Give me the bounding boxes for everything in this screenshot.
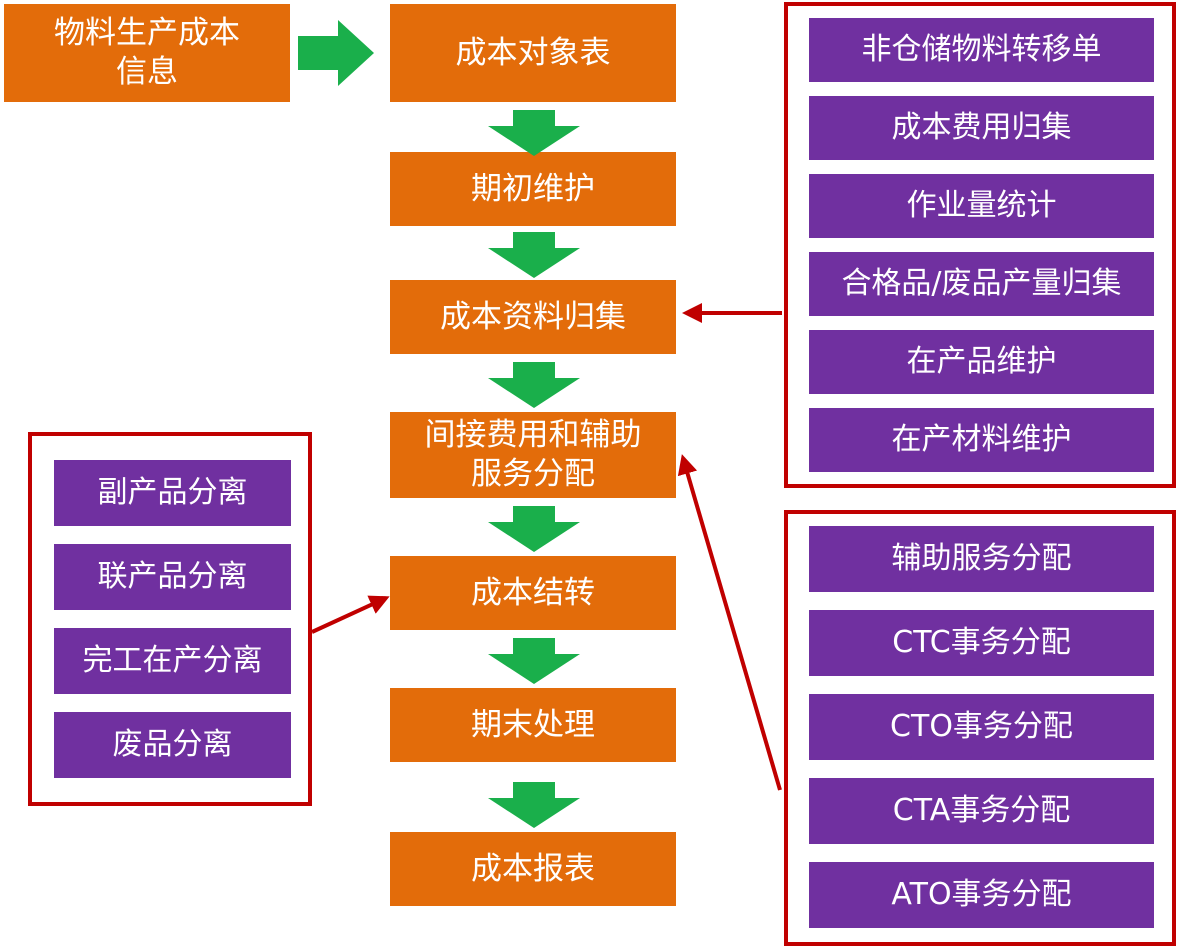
right-top-item-label: 成本费用归集 — [891, 110, 1072, 146]
left-item-label: 废品分离 — [112, 727, 233, 763]
flow-down-arrow-2 — [488, 232, 580, 278]
source-to-flow-arrow — [298, 20, 374, 86]
flow-down-arrow-4 — [488, 506, 580, 552]
right-bottom-item: CTC事务分配 — [809, 610, 1154, 676]
left-item: 完工在产分离 — [54, 628, 291, 694]
flow-node-label: 期末处理 — [471, 706, 595, 743]
flow-node-cost-object-table: 成本对象表 — [390, 4, 676, 102]
flow-node-label: 成本资料归集 — [440, 298, 626, 335]
source-node: 物料生产成本 信息 — [4, 4, 290, 102]
right-bottom-item: CTO事务分配 — [809, 694, 1154, 760]
right-top-item-label: 在产材料维护 — [891, 422, 1072, 458]
left-group-to-carryover-arrow — [311, 595, 390, 634]
flow-node-label: 成本报表 — [471, 850, 595, 887]
flow-node-label: 成本结转 — [471, 574, 595, 611]
right-top-item: 非仓储物料转移单 — [809, 18, 1154, 82]
right-bottom-item-label: CTO事务分配 — [890, 709, 1073, 745]
left-group-frame — [28, 432, 312, 806]
left-item: 副产品分离 — [54, 460, 291, 526]
flow-node-label: 期初维护 — [471, 170, 595, 207]
flow-down-arrow-6 — [488, 782, 580, 828]
flow-node-period-end-processing: 期末处理 — [390, 688, 676, 762]
flow-node-indirect-cost-allocation: 间接费用和辅助 服务分配 — [390, 412, 676, 498]
flow-node-label: 成本对象表 — [455, 34, 611, 71]
flow-node-opening-maintenance: 期初维护 — [390, 152, 676, 226]
right-top-item: 合格品/废品产量归集 — [809, 252, 1154, 316]
right-top-item: 成本费用归集 — [809, 96, 1154, 160]
right-bottom-item-label: CTA事务分配 — [892, 793, 1071, 829]
left-item: 废品分离 — [54, 712, 291, 778]
right-bottom-item: 辅助服务分配 — [809, 526, 1154, 592]
left-item: 联产品分离 — [54, 544, 291, 610]
right-top-group-frame — [784, 2, 1176, 488]
flow-down-arrow-1 — [488, 110, 580, 156]
right-top-item-label: 在产品维护 — [906, 344, 1057, 380]
flow-down-arrow-5 — [488, 638, 580, 684]
right-bottom-item-label: ATO事务分配 — [891, 877, 1072, 913]
flow-down-arrow-3 — [488, 362, 580, 408]
flow-node-cost-carryover: 成本结转 — [390, 556, 676, 630]
flow-node-cost-data-collection: 成本资料归集 — [390, 280, 676, 354]
right-top-item: 作业量统计 — [809, 174, 1154, 238]
flow-node-cost-report: 成本报表 — [390, 832, 676, 906]
right-bottom-item: CTA事务分配 — [809, 778, 1154, 844]
right-bottom-item: ATO事务分配 — [809, 862, 1154, 928]
flow-node-label: 间接费用和辅助 服务分配 — [424, 417, 642, 492]
left-item-label: 联产品分离 — [97, 559, 248, 595]
source-node-label: 物料生产成本 信息 — [54, 15, 240, 90]
right-bottom-to-allocation-arrow — [677, 454, 782, 791]
right-top-item-label: 非仓储物料转移单 — [861, 32, 1102, 68]
right-top-item-label: 合格品/废品产量归集 — [841, 266, 1122, 302]
left-item-label: 副产品分离 — [97, 475, 248, 511]
right-top-item: 在产品维护 — [809, 330, 1154, 394]
right-bottom-group-frame — [784, 510, 1176, 946]
right-top-item: 在产材料维护 — [809, 408, 1154, 472]
right-bottom-item-label: 辅助服务分配 — [891, 541, 1072, 577]
left-item-label: 完工在产分离 — [82, 643, 263, 679]
right-bottom-item-label: CTC事务分配 — [892, 625, 1071, 661]
right-top-item-label: 作业量统计 — [906, 188, 1057, 224]
